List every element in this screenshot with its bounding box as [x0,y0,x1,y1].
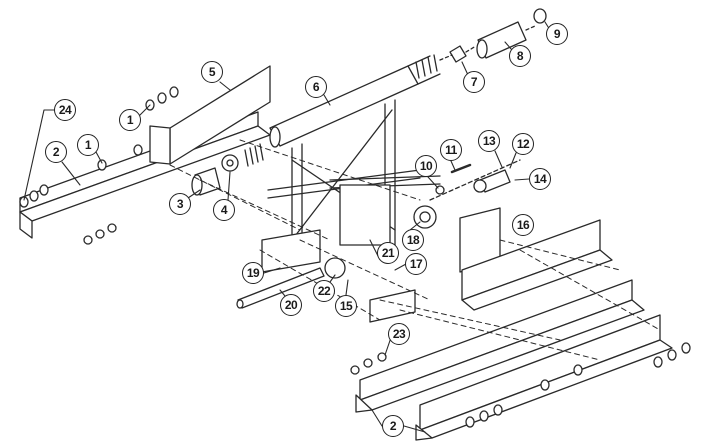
main-tube [244,54,441,167]
small-parts-left [191,154,239,196]
collar-parts [439,8,547,63]
callout-part-21: 21 [377,242,399,264]
callout-part-14: 14 [529,168,551,190]
callout-part-20: 20 [280,294,302,316]
callout-part-19: 19 [242,262,264,284]
callout-part-11: 11 [440,139,462,161]
callout-part-13: 13 [478,130,500,152]
callout-part-17: 17 [405,253,427,275]
callout-part-12: 12 [512,133,534,155]
callout-part-24: 24 [54,99,76,121]
right-angle-bar-upper [461,219,613,311]
callout-part-22: 22 [313,280,335,302]
alignment-lines [169,139,661,361]
callout-part-1: 1 [77,134,99,156]
callout-part-4: 4 [213,199,235,221]
callout-part-6: 6 [305,76,327,98]
callout-part-9: 9 [546,23,568,45]
callout-part-23: 23 [388,323,410,345]
callout-part-16: 16 [512,214,534,236]
callout-part-2: 2 [45,141,67,163]
callout-part-8: 8 [509,45,531,67]
bolts [19,86,691,428]
callout-part-18: 18 [402,229,424,251]
callout-part-5: 5 [201,61,223,83]
frame-truss [261,99,441,323]
callout-part-2: 2 [382,415,404,437]
shaft [236,257,346,309]
callout-part-10: 10 [415,155,437,177]
callout-part-1: 1 [119,109,141,131]
right-angle-bar-lower-1 [355,279,645,413]
callout-part-3: 3 [169,193,191,215]
left-angle-bar [19,111,271,239]
callout-part-7: 7 [463,71,485,93]
upper-plate [149,65,271,165]
pin-assembly [429,159,521,201]
callout-part-15: 15 [335,295,357,317]
